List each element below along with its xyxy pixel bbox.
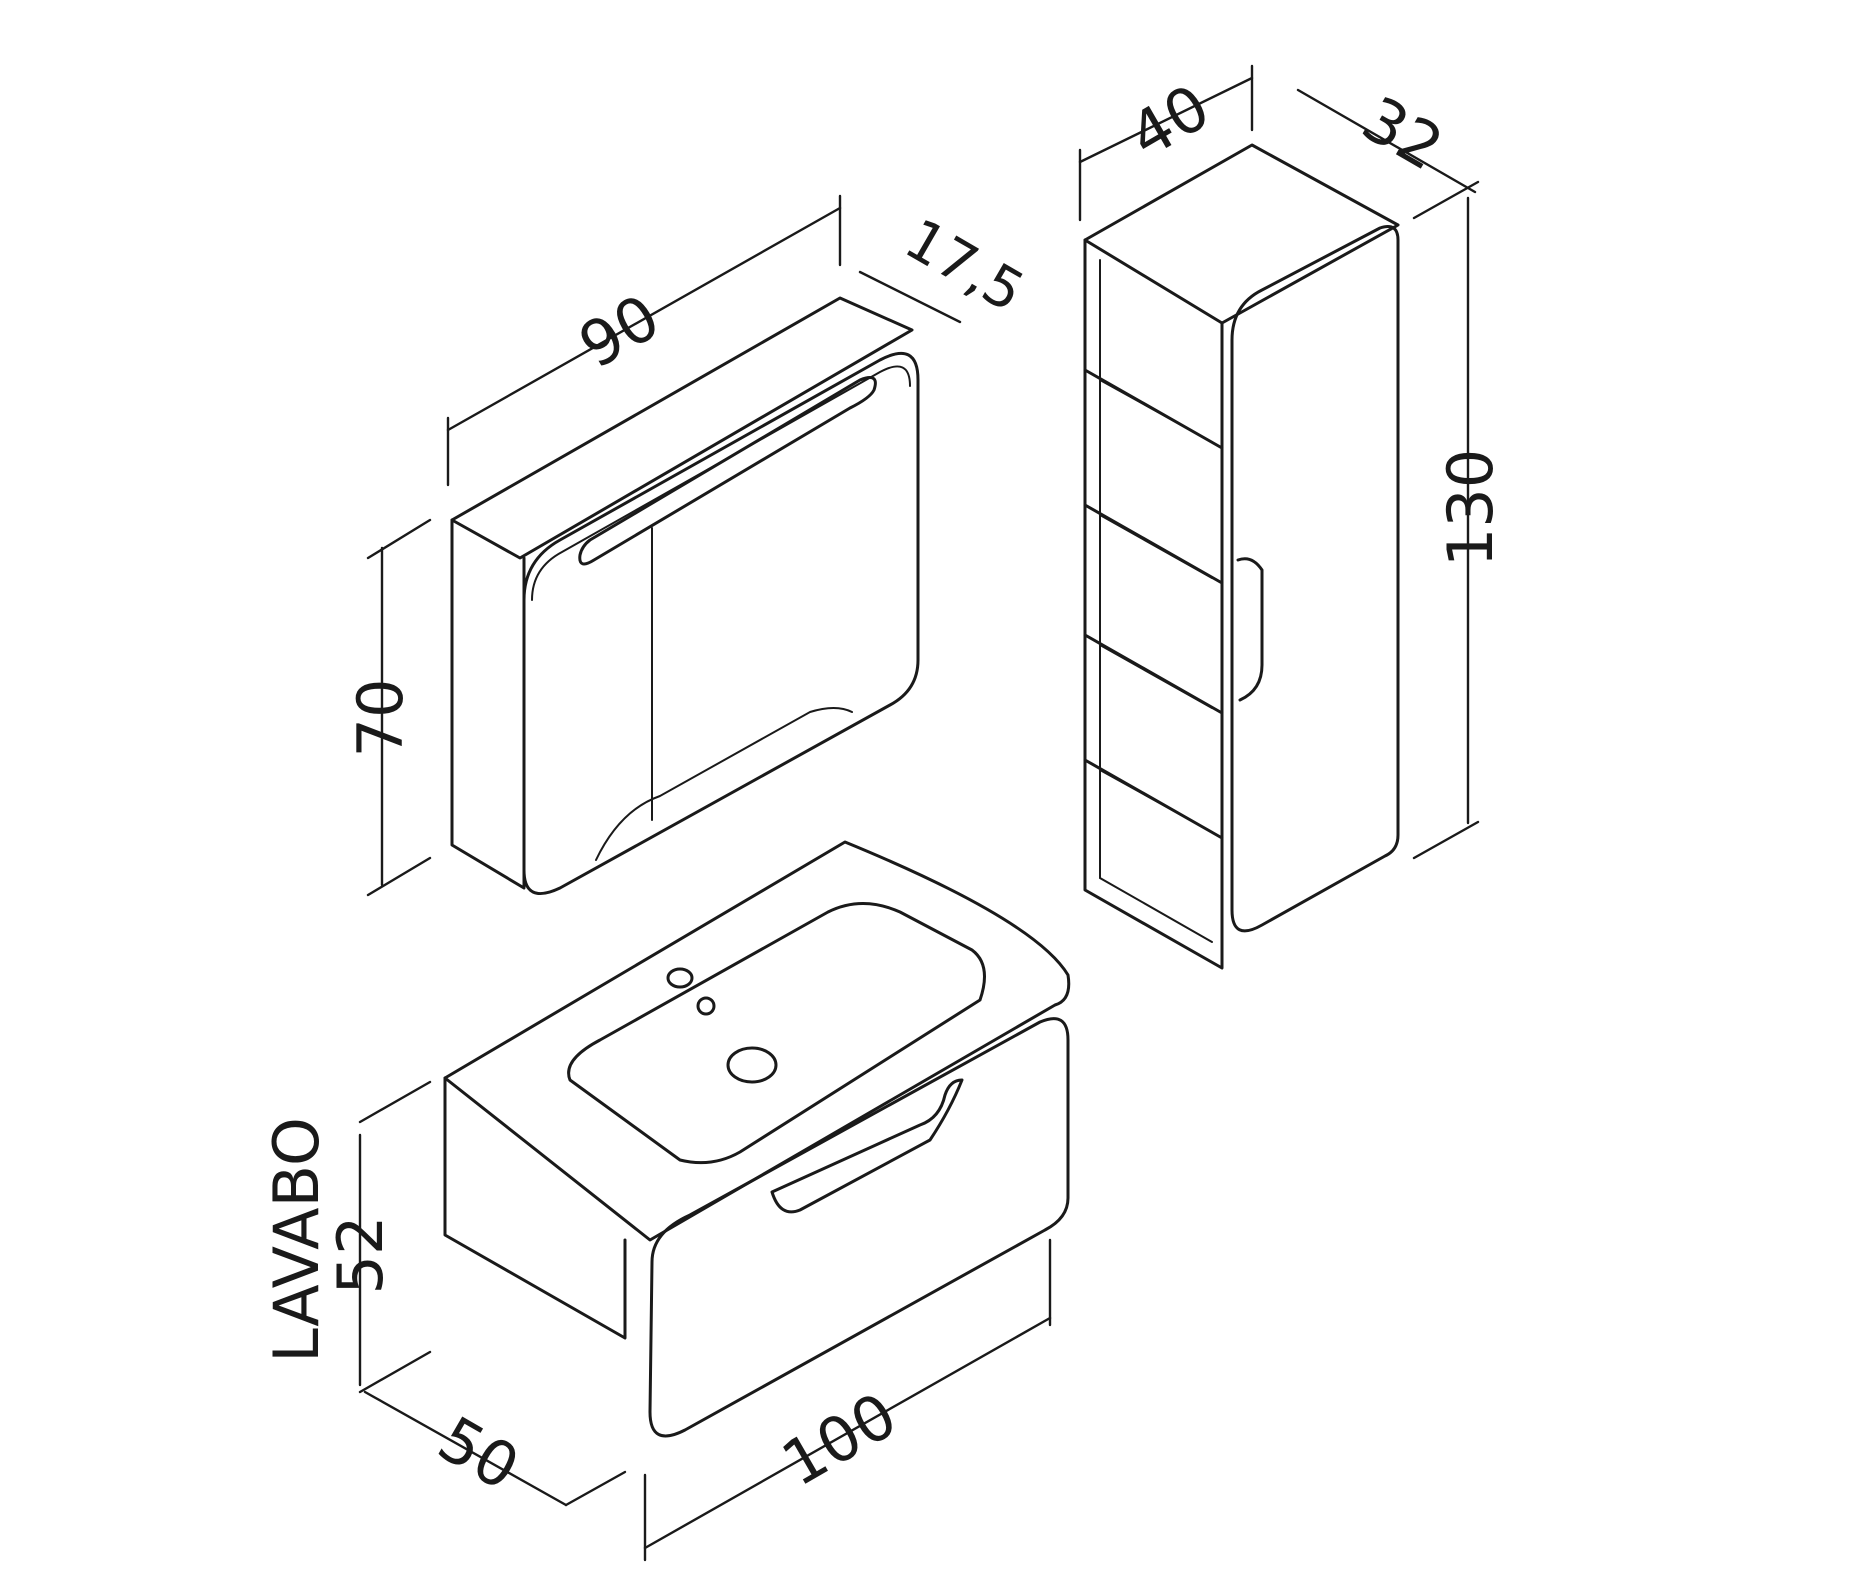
vanity-name-label: LAVABO	[260, 1117, 333, 1363]
mirror-height-label: 70	[344, 679, 417, 758]
column-depth-dimension	[1296, 88, 1477, 194]
mirror-cabinet	[366, 194, 962, 897]
tall-column-handle	[1236, 557, 1264, 702]
tall-column-shelf-side	[1083, 238, 1224, 970]
drain-icon	[726, 1046, 778, 1084]
vanity-depth-label: 50	[426, 1402, 531, 1505]
mirror-depth-dimension	[858, 270, 962, 324]
tall-column	[1078, 64, 1480, 970]
tap-hole-icon	[666, 967, 694, 989]
tall-column-front	[1230, 225, 1400, 933]
mirror-cabinet-top	[450, 296, 914, 560]
vanity-basin	[567, 902, 986, 1165]
vanity-countertop	[443, 840, 1071, 1242]
mirror-cabinet-side	[450, 518, 526, 890]
overflow-hole-icon	[696, 996, 716, 1016]
vanity-front	[648, 1017, 1070, 1438]
column-width-label: 40	[1117, 70, 1222, 173]
column-width-dimension	[1078, 76, 1254, 164]
vanity-height-label: 52	[324, 1216, 397, 1295]
vanity-width-label: 100	[770, 1378, 909, 1500]
vanity-width-dimension	[643, 1316, 1052, 1550]
vanity-depth-dimension	[363, 1390, 568, 1507]
tall-column-top	[1083, 143, 1400, 325]
column-depth-label: 32	[1350, 82, 1455, 185]
vanity-side	[443, 1076, 627, 1340]
mirror-width-dimension	[446, 206, 842, 432]
vanity	[358, 840, 1071, 1562]
column-height-label: 130	[1434, 449, 1507, 567]
mirror-cabinet-handle	[578, 376, 877, 566]
tall-column-shelves	[1083, 368, 1224, 840]
mirror-depth-label: 17,5	[894, 207, 1034, 326]
mirror-cabinet-front	[522, 351, 920, 895]
vanity-drawer-handle	[770, 1078, 964, 1214]
mirror-width-label: 90	[567, 280, 672, 383]
